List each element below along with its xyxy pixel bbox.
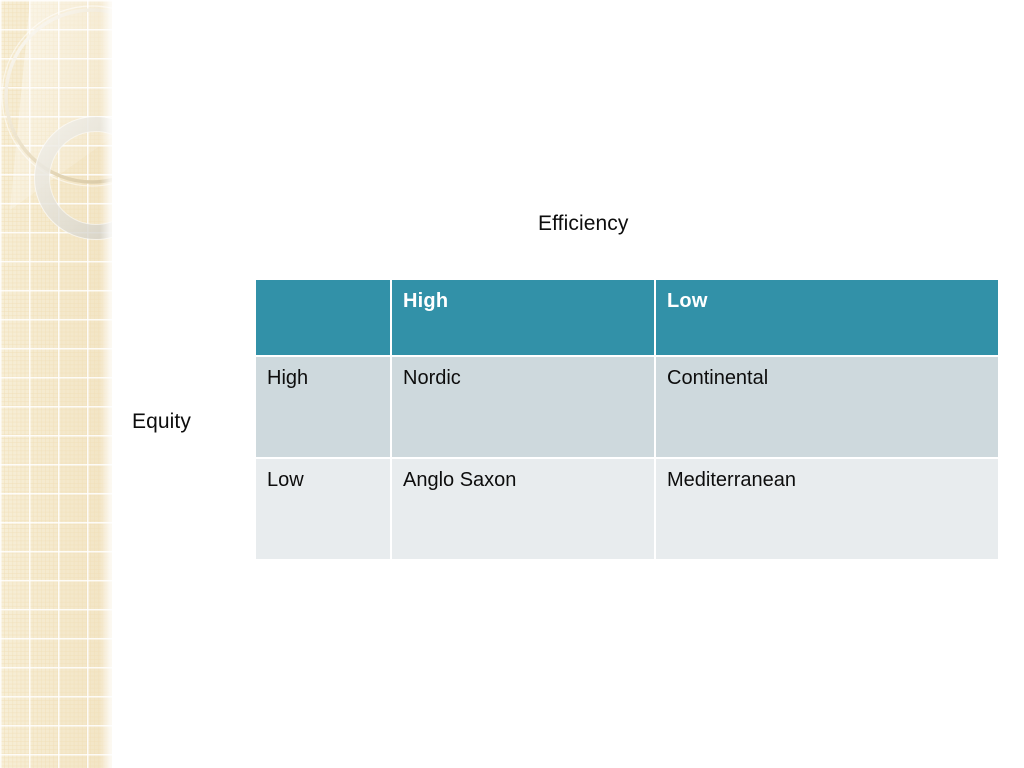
efficiency-axis-label: Efficiency <box>538 212 629 235</box>
table-row: High Nordic Continental <box>256 355 998 457</box>
row-header-low: Low <box>256 457 392 559</box>
table-header-row: High Low <box>256 280 998 355</box>
equity-axis-label: Equity <box>132 410 191 433</box>
column-header-low: Low <box>656 280 998 355</box>
sidebar-fade-edge <box>100 0 122 768</box>
cell-low-high: Anglo Saxon <box>392 457 656 559</box>
sidebar-rings-graphic <box>1 0 112 240</box>
decorative-sidebar <box>0 0 122 768</box>
table-corner-cell <box>256 280 392 355</box>
table-row: Low Anglo Saxon Mediterranean <box>256 457 998 559</box>
cell-high-high: Nordic <box>392 355 656 457</box>
welfare-regime-matrix: High Low High Nordic Continental Low Ang… <box>256 280 998 559</box>
cell-low-low: Mediterranean <box>656 457 998 559</box>
cell-high-low: Continental <box>656 355 998 457</box>
row-header-high: High <box>256 355 392 457</box>
column-header-high: High <box>392 280 656 355</box>
